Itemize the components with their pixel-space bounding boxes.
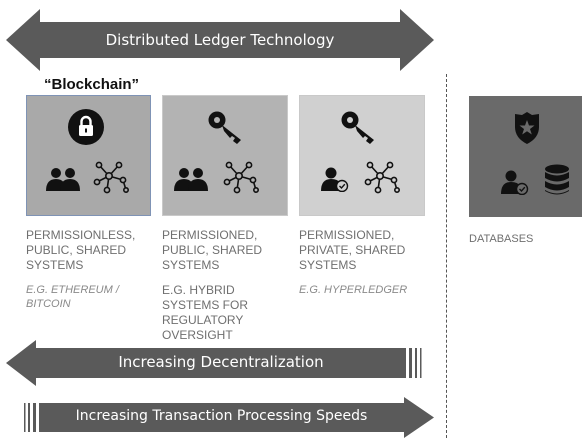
speed-arrow: Increasing Transaction Processing Speeds — [24, 397, 434, 438]
key-icon — [208, 111, 241, 144]
caption-line: SYSTEMS — [299, 258, 357, 272]
user-check-icon — [321, 167, 349, 192]
divider-dashed — [446, 74, 447, 438]
decentralization-label: Increasing Decentralization — [118, 353, 324, 371]
blockchain-label: “Blockchain” — [44, 76, 140, 93]
example-line: REGULATORY — [162, 313, 244, 327]
decentralization-arrow: Increasing Decentralization — [6, 340, 424, 386]
network-icon — [223, 161, 259, 194]
example-line: E.G. HYBRID — [162, 283, 235, 297]
key-icon — [341, 111, 374, 144]
example-permissioned-private: E.G. HYPERLEDGER — [299, 283, 407, 297]
caption-line: SYSTEMS — [162, 258, 220, 272]
caption-line: PUBLIC, SHARED — [162, 243, 263, 257]
network-icon — [93, 161, 129, 194]
example-line: SYSTEMS FOR — [162, 298, 249, 312]
example-line: E.G. HYPERLEDGER — [299, 284, 408, 296]
distributed-ledger-label: Distributed Ledger Technology — [105, 31, 335, 49]
left-arrow-shape — [6, 340, 422, 386]
example-permissionless: E.G. ETHEREUM / BITCOIN — [26, 283, 119, 311]
caption-line: PERMISSIONLESS, — [26, 228, 136, 242]
lock-icon — [68, 109, 104, 145]
caption-databases: DATABASES — [469, 232, 533, 247]
speed-label: Increasing Transaction Processing Speeds — [75, 408, 368, 424]
example-permissioned-public: E.G. HYBRID SYSTEMS FOR REGULATORY OVERS… — [162, 283, 248, 343]
category-box-permissioned-public — [162, 95, 288, 216]
double-arrow-shape — [6, 9, 434, 71]
database-icon — [545, 164, 569, 195]
example-line: OVERSIGHT — [162, 328, 233, 342]
category-box-permissioned-private — [299, 95, 425, 216]
caption-line: DATABASES — [469, 233, 534, 245]
right-arrow-shape — [24, 397, 434, 438]
caption-permissioned-public: PERMISSIONED, PUBLIC, SHARED SYSTEMS — [162, 228, 262, 273]
example-line: E.G. ETHEREUM / — [26, 284, 119, 296]
caption-line: PUBLIC, SHARED — [26, 243, 127, 257]
network-icon — [364, 161, 400, 194]
caption-line: SYSTEMS — [26, 258, 84, 272]
user-check-icon — [501, 170, 529, 195]
caption-permissionless: PERMISSIONLESS, PUBLIC, SHARED SYSTEMS — [26, 228, 135, 273]
category-box-permissionless — [26, 95, 151, 216]
distributed-ledger-arrow: Distributed Ledger Technology — [6, 9, 434, 71]
caption-line: PRIVATE, SHARED — [299, 243, 406, 257]
shield-star-icon — [515, 112, 539, 144]
group-icon — [46, 168, 80, 191]
category-box-databases — [469, 96, 582, 217]
caption-line: PERMISSIONED, — [299, 228, 395, 242]
caption-permissioned-private: PERMISSIONED, PRIVATE, SHARED SYSTEMS — [299, 228, 405, 273]
caption-line: PERMISSIONED, — [162, 228, 258, 242]
group-icon — [174, 168, 208, 191]
example-line: BITCOIN — [26, 298, 71, 310]
